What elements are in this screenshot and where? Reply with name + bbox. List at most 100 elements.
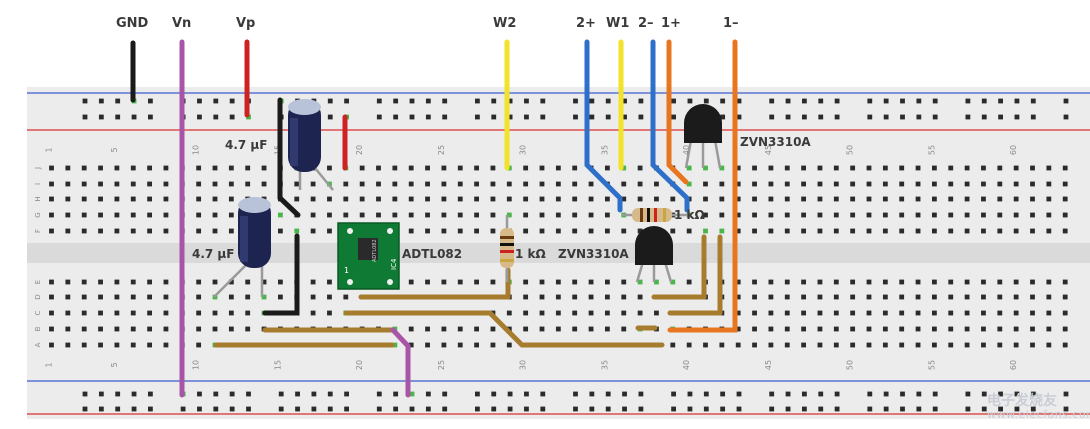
rail-hole — [785, 98, 791, 104]
breadboard-hole — [752, 294, 757, 300]
breadboard-hole — [343, 196, 349, 202]
column-number: 50 — [846, 360, 855, 370]
rail-hole — [229, 406, 235, 412]
breadboard-hole — [572, 196, 578, 202]
breadboard-hole — [621, 181, 627, 187]
rail-hole — [246, 391, 251, 397]
breadboard-hole — [654, 196, 659, 202]
breadboard-hole — [327, 310, 332, 316]
breadboard-hole — [474, 279, 479, 285]
breadboard-hole — [932, 196, 937, 202]
rail-hole — [393, 406, 399, 412]
breadboard-hole — [964, 165, 970, 171]
breadboard-hole — [1062, 165, 1068, 171]
breadboard-hole — [572, 181, 578, 187]
breadboard-hole — [1062, 228, 1068, 234]
rail-hole — [148, 114, 153, 120]
breadboard-hole — [670, 279, 676, 285]
breadboard-hole — [163, 342, 169, 348]
breadboard-hole — [915, 196, 921, 202]
rail-hole — [638, 98, 644, 104]
breadboard-hole — [703, 196, 708, 202]
breadboard-hole — [605, 212, 610, 218]
rail-hole — [524, 391, 529, 397]
rail-hole — [131, 406, 137, 412]
rail-hole — [671, 98, 676, 104]
breadboard-hole — [294, 228, 300, 234]
breadboard-hole — [441, 342, 447, 348]
breadboard-hole — [457, 196, 463, 202]
breadboard-hole — [719, 165, 725, 171]
breadboard-hole — [523, 228, 529, 234]
transistor-top — [684, 104, 722, 169]
rail-hole — [981, 98, 987, 104]
rail-hole — [1014, 114, 1020, 120]
breadboard-hole — [932, 342, 937, 348]
breadboard-hole — [588, 212, 594, 218]
breadboard-hole — [899, 181, 905, 187]
breadboard-hole — [948, 310, 954, 316]
column-number: 60 — [1009, 360, 1018, 370]
breadboard-hole — [98, 310, 103, 316]
breadboard-hole — [261, 294, 267, 300]
breadboard-hole — [1013, 228, 1019, 234]
breadboard-hole — [1013, 326, 1019, 332]
breadboard-hole — [866, 165, 872, 171]
breadboard-hole — [474, 212, 479, 218]
breadboard-hole — [114, 310, 120, 316]
two-minus-label: 2– — [638, 16, 654, 31]
breadboard-hole — [588, 310, 594, 316]
column-number: 15 — [273, 360, 282, 370]
rail-hole — [622, 114, 627, 120]
breadboard-hole — [932, 294, 937, 300]
breadboard-hole — [457, 228, 463, 234]
breadboard-hole — [605, 196, 610, 202]
rail-hole — [507, 391, 513, 397]
breadboard-hole — [359, 165, 365, 171]
rail-hole — [720, 391, 726, 397]
breadboard-hole — [801, 294, 806, 300]
breadboard-hole — [866, 294, 872, 300]
rail-hole — [1063, 391, 1069, 397]
rail-hole — [148, 391, 153, 397]
breadboard-hole — [850, 181, 856, 187]
breadboard-hole — [65, 212, 71, 218]
breadboard-hole — [572, 279, 578, 285]
rail-hole — [376, 391, 382, 397]
breadboard-hole — [81, 279, 87, 285]
column-number: 55 — [927, 360, 936, 370]
breadboard-hole — [474, 342, 479, 348]
breadboard-hole — [441, 279, 447, 285]
rail-hole — [883, 114, 889, 120]
column-number: 35 — [600, 360, 609, 370]
rail-hole — [327, 98, 333, 104]
breadboard-hole — [1030, 326, 1035, 332]
two-minus-jumper — [650, 39, 690, 213]
breadboard-hole — [654, 279, 659, 285]
breadboard-hole — [539, 326, 545, 332]
breadboard-hole — [964, 294, 970, 300]
rail-hole — [344, 406, 349, 412]
breadboard-hole — [310, 294, 316, 300]
rail-hole — [818, 114, 824, 120]
breadboard-hole — [310, 228, 316, 234]
column-number: 25 — [437, 360, 446, 370]
breadboard-hole — [882, 196, 888, 202]
breadboard-hole — [572, 310, 578, 316]
breadboard-hole — [850, 165, 856, 171]
cap-top-label: 4.7 µF — [225, 138, 268, 152]
breadboard-hole — [882, 165, 888, 171]
rail-hole — [197, 114, 202, 120]
rail-hole — [916, 98, 922, 104]
rail-hole — [213, 114, 219, 120]
breadboard-hole — [882, 342, 888, 348]
breadboard-hole — [130, 326, 136, 332]
breadboard-hole — [523, 294, 529, 300]
breadboard-hole — [114, 294, 120, 300]
rail-hole — [589, 406, 595, 412]
rail-hole — [981, 114, 987, 120]
breadboard-hole — [817, 310, 823, 316]
breadboard-hole — [981, 294, 986, 300]
breadboard-hole — [899, 310, 905, 316]
